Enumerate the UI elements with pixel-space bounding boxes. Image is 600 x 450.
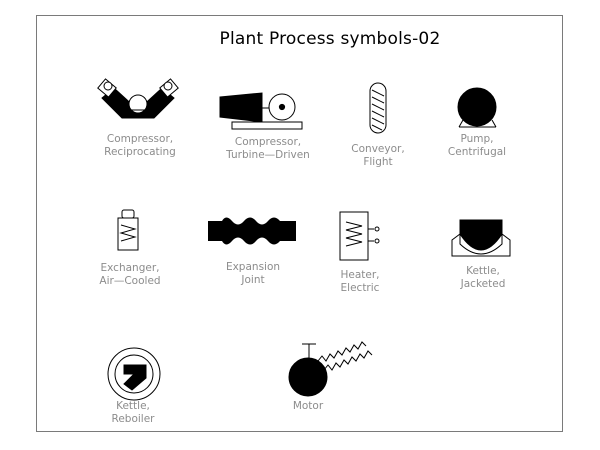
label-line: Kettle,	[466, 265, 500, 277]
label-air-cooled-exchanger: Exchanger, Air—Cooled	[99, 262, 160, 288]
label-line: Reciprocating	[104, 146, 176, 158]
turbine-compressor-icon	[219, 92, 303, 130]
label-line: Pump,	[460, 133, 494, 145]
label-line: Joint	[241, 274, 265, 286]
centrifugal-pump-icon	[457, 87, 497, 128]
label-line: Flight	[363, 156, 393, 168]
label-line: Jacketed	[460, 278, 506, 290]
label-line: Heater,	[340, 269, 380, 281]
jacketed-kettle-icon	[451, 219, 511, 257]
label-line: Reboiler	[111, 413, 155, 425]
label-centrifugal-pump: Pump, Centrifugal	[448, 133, 506, 159]
label-expansion-joint: Expansion Joint	[226, 261, 280, 287]
label-turbine-compressor: Compressor, Turbine—Driven	[226, 136, 310, 162]
reboiler-kettle-icon	[107, 347, 161, 401]
label-motor: Motor	[293, 400, 323, 413]
label-reciprocating-compressor: Compressor, Reciprocating	[104, 133, 176, 159]
label-line: Centrifugal	[447, 146, 507, 158]
label-line: Turbine—Driven	[226, 149, 310, 161]
air-cooled-exchanger-icon	[117, 209, 139, 251]
label-line: Kettle,	[116, 400, 150, 412]
label-line: Compressor,	[106, 133, 174, 145]
page-title: Plant Process symbols-02	[219, 29, 441, 49]
label-line: Conveyor,	[351, 143, 405, 155]
label-jacketed-kettle: Kettle, Jacketed	[461, 265, 506, 291]
label-line: Exchanger,	[100, 262, 160, 274]
flight-conveyor-icon	[369, 82, 387, 134]
label-line: Compressor,	[234, 136, 302, 148]
label-flight-conveyor: Conveyor, Flight	[351, 143, 404, 169]
label-electric-heater: Heater, Electric	[340, 269, 379, 295]
motor-icon	[288, 341, 373, 397]
label-line: Air—Cooled	[99, 275, 161, 287]
label-line: Motor	[292, 400, 324, 412]
expansion-joint-icon	[208, 217, 296, 245]
reciprocating-compressor-icon	[97, 78, 179, 119]
electric-heater-icon	[339, 211, 380, 261]
label-line: Expansion	[225, 261, 281, 273]
label-line: Electric	[340, 282, 380, 294]
label-reboiler-kettle: Kettle, Reboiler	[112, 400, 155, 426]
